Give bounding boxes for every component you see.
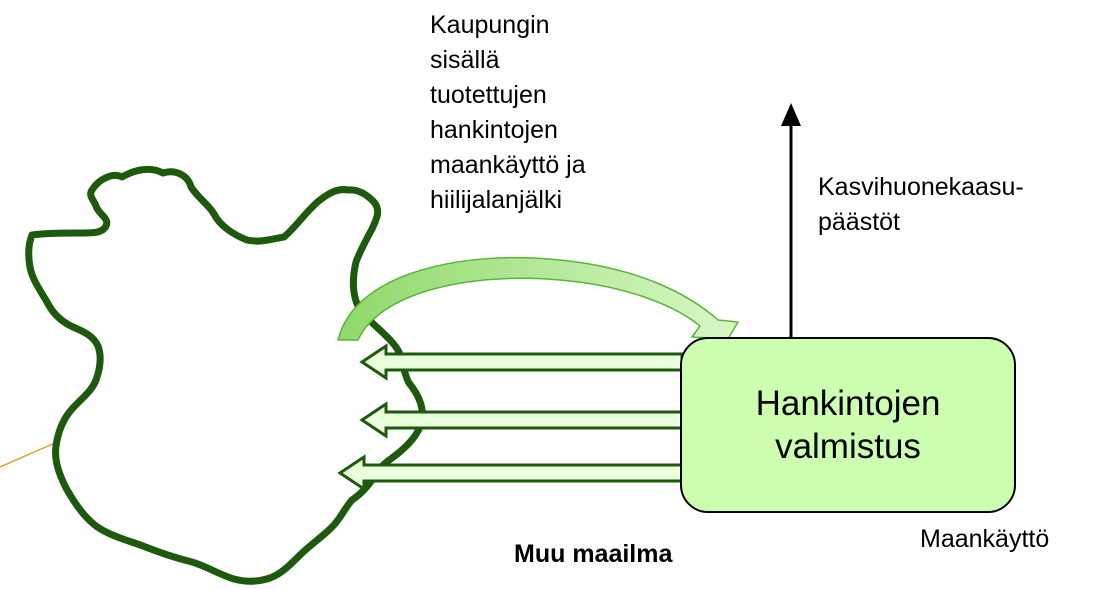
emissions-arrow [781, 103, 801, 337]
land-use-label: Maankäyttö [920, 525, 1050, 553]
flow-arrow-1 [359, 343, 684, 381]
flow-arrow-2 [359, 401, 684, 439]
curved-arrow [337, 256, 739, 341]
city-production-note: Kaupungin sisällä tuotettujen hankintoje… [430, 11, 586, 214]
flow-arrow-3 [337, 454, 684, 492]
leader-line [0, 442, 56, 468]
manufacturing-box: Hankintojen valmistus [680, 337, 1016, 513]
rest-of-world-label: Muu maailma [514, 540, 673, 568]
manufacturing-box-label: Hankintojen valmistus [755, 384, 941, 466]
city-boundary-outline [25, 165, 426, 585]
emissions-label: Kasvihuonekaasu- päästöt [818, 173, 1024, 236]
